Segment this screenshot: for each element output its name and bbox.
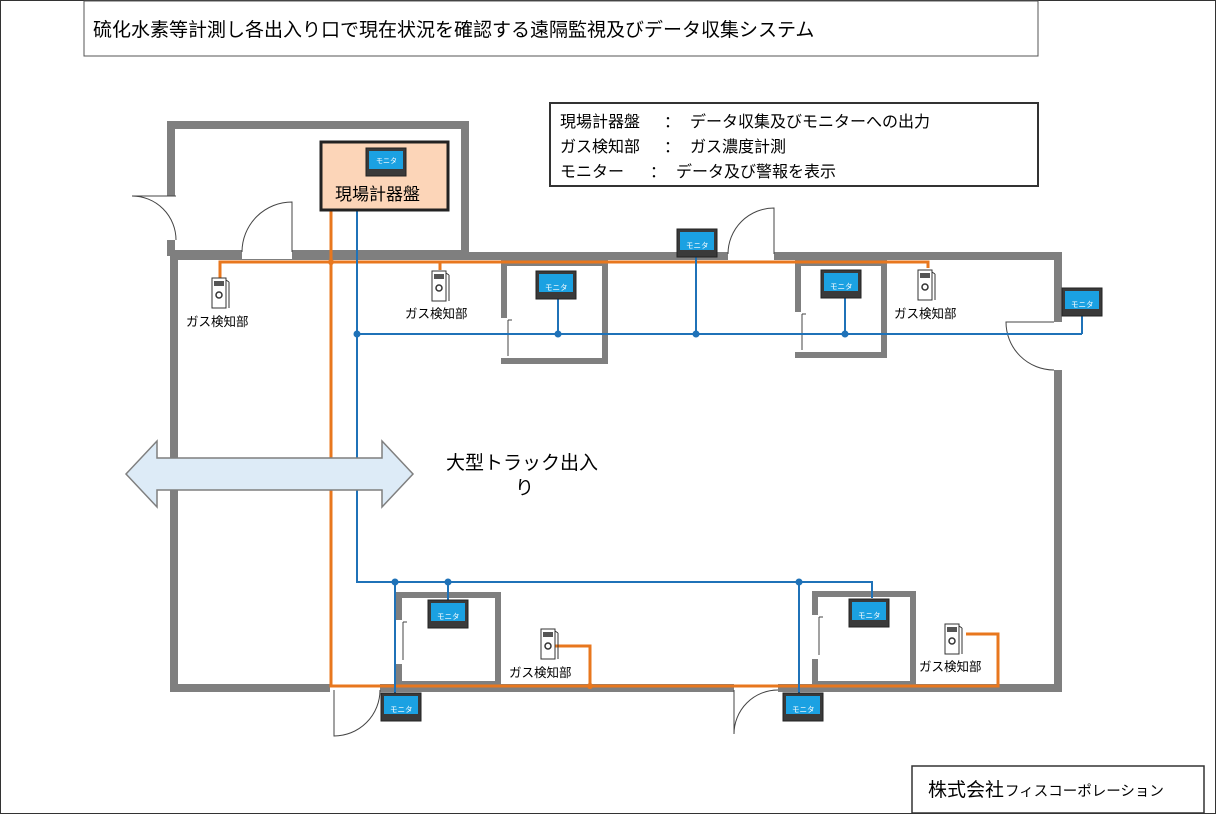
gas-detector: ガス検知部 [509, 628, 572, 680]
gas-detector: ガス検知部 [919, 623, 982, 674]
legend-sep: ： [664, 137, 680, 156]
monitor-label: モニタ [792, 705, 815, 714]
monitor-label: モニタ [830, 282, 853, 291]
monitor-icon: モニタ [1061, 287, 1103, 317]
blue-wiring [356, 208, 1083, 693]
monitor-icon: モニタ [676, 228, 718, 258]
monitor-label: モニタ [686, 241, 709, 250]
blue-junctions [353, 330, 849, 586]
legend-sep: ： [664, 112, 680, 131]
monitor-icon: モニタ [535, 270, 577, 300]
monitor-icon: モニタ [782, 692, 824, 722]
legend-desc: ガス濃度計測 [690, 137, 786, 156]
monitor-label: モニタ [545, 283, 568, 292]
title-box [83, 0, 1039, 57]
truck-entrance-label-cont: り [515, 477, 534, 499]
page-title: 硫化水素等計測し各出入り口で現在状況を確認する遠隔監視及びデータ収集システム [93, 19, 814, 41]
control-panel: モニタ 現場計器盤 [319, 140, 450, 212]
truck-entrance-label: 大型トラック出入 [446, 452, 598, 474]
monitor-label: モニタ [858, 611, 881, 620]
company-box [911, 765, 1205, 814]
monitor-label: モニタ [376, 156, 397, 165]
monitor-icon: モニタ [820, 269, 862, 299]
gas-label: ガス検知部 [509, 665, 572, 680]
legend-row: モニター ： データ及び警報を表示 [560, 162, 836, 181]
monitor-label: モニタ [437, 612, 460, 621]
legend-row: 現場計器盤 ： データ収集及びモニターへの出力 [560, 112, 930, 131]
orange-wiring [218, 208, 1000, 688]
monitor-icon: モニタ [848, 598, 890, 628]
legend-box [549, 102, 1039, 187]
monitor-icon: モニタ [427, 599, 469, 629]
gas-label: ガス検知部 [405, 306, 468, 321]
company-name: 株式会社フィスコーポレーション [928, 779, 1164, 801]
orange-junctions [328, 259, 593, 689]
legend-desc: データ及び警報を表示 [676, 162, 836, 181]
company-name-main: 株式会社 [928, 779, 1004, 801]
gas-detector: ガス検知部 [186, 277, 249, 329]
gas-detector: ガス検知部 [405, 270, 468, 321]
gas-label: ガス検知部 [894, 306, 957, 321]
legend-term: ガス検知部 [560, 137, 640, 156]
monitor-label: モニタ [1071, 300, 1094, 309]
legend-term: モニター [560, 162, 624, 181]
door-swings [131, 195, 1055, 737]
gas-detector: ガス検知部 [894, 269, 957, 321]
control-panel-label: 現場計器盤 [335, 185, 420, 205]
gas-label: ガス検知部 [186, 314, 249, 329]
legend-desc: データ収集及びモニターへの出力 [690, 112, 930, 131]
double-arrow-icon [124, 439, 415, 509]
legend-row: ガス検知部 ： ガス濃度計測 [560, 137, 786, 156]
monitor-label: モニタ [390, 705, 413, 714]
gas-label: ガス検知部 [919, 659, 982, 674]
door-gaps [166, 196, 1063, 693]
monitor-icon: モニタ [380, 692, 422, 722]
legend-term: 現場計器盤 [560, 112, 640, 131]
company-name-sub: フィスコーポレーション [1005, 783, 1164, 800]
legend-sep: ： [650, 162, 666, 181]
